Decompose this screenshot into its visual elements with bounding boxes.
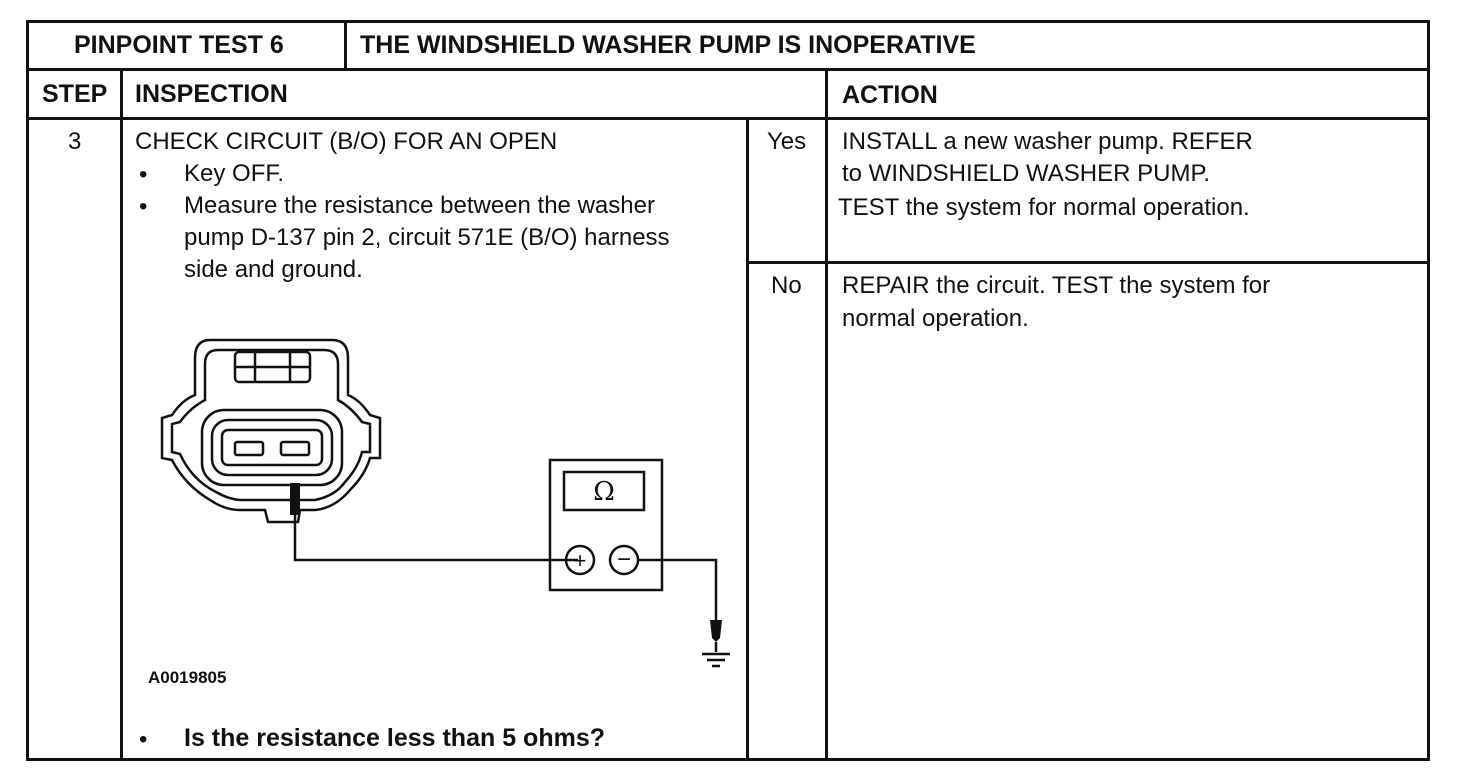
ground-icon [702, 652, 730, 668]
connector-pin-1 [233, 440, 265, 457]
inspection-question: Is the resistance less than 5 ohms? [184, 724, 605, 752]
table-border-left [26, 20, 29, 761]
table-border-top [26, 20, 1430, 23]
column-header-inspection: INSPECTION [135, 80, 288, 108]
bullet-1: • [139, 161, 148, 188]
bullet-2: • [139, 193, 148, 220]
no-label: No [771, 272, 802, 299]
bullet-text-1: Key OFF. [184, 160, 285, 187]
action-column-divider [825, 68, 828, 761]
bullet-text-3: pump D-137 pin 2, circuit 571E (B/O) har… [184, 224, 670, 251]
connector-pin-2 [279, 440, 311, 457]
no-action-line-2: normal operation. [842, 305, 1029, 332]
figure-id: A0019805 [148, 668, 227, 687]
positive-terminal-symbol: + [574, 548, 587, 573]
header-bottom-line [26, 68, 1430, 71]
yes-action-line-1: INSTALL a new washer pump. REFER [842, 128, 1253, 155]
no-action-line-1: REPAIR the circuit. TEST the system for [842, 272, 1271, 299]
table-border-bottom [26, 758, 1430, 761]
column-header-bottom-line [26, 117, 1430, 120]
column-header-action: ACTION [842, 81, 938, 109]
bullet-text-4: side and ground. [184, 256, 363, 283]
step-column-divider [120, 68, 123, 761]
ohm-symbol: Ω [593, 477, 615, 507]
ohmmeter [548, 458, 664, 592]
bullet-question: • [139, 726, 148, 753]
check-title: CHECK CIRCUIT (B/O) FOR AN OPEN [135, 128, 558, 155]
title-divider [344, 20, 347, 70]
bullet-text-2: Measure the resistance between the washe… [184, 192, 655, 219]
column-header-step: STEP [42, 80, 108, 108]
table-border-right [1427, 20, 1430, 761]
connector-meter-diagram: Ω + − [160, 338, 730, 668]
test-lead-positive [293, 515, 578, 562]
test-title: THE WINDSHIELD WASHER PUMP IS INOPERATIV… [360, 31, 976, 59]
ground-probe [710, 620, 722, 642]
yesno-column-divider [746, 117, 749, 761]
negative-terminal-symbol: − [617, 546, 631, 573]
yes-action-line-3: TEST the system for normal operation. [838, 194, 1250, 221]
yes-action-line-2: to WINDSHIELD WASHER PUMP. [842, 160, 1211, 187]
yes-no-divider [746, 261, 1430, 264]
connector-outline [160, 338, 382, 524]
test-label: PINPOINT TEST 6 [74, 31, 284, 59]
yes-label: Yes [767, 128, 807, 155]
test-lead-negative [638, 558, 718, 620]
step-number: 3 [68, 128, 82, 155]
probe-tip [290, 483, 300, 515]
